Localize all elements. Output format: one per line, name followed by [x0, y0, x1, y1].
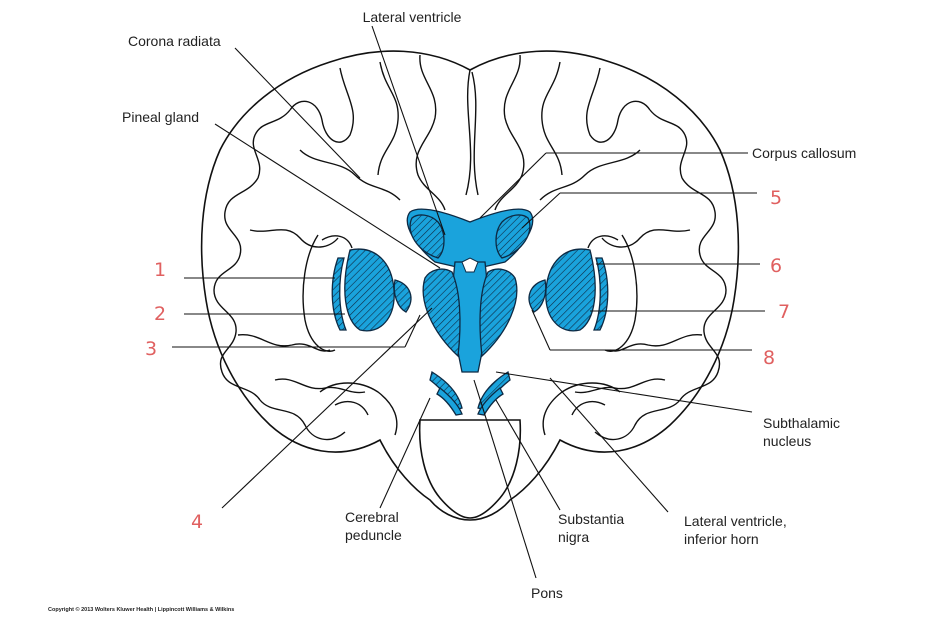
putamen-left — [344, 248, 395, 332]
number-5: 5 — [770, 187, 782, 209]
label-substantia-nigra-1: Substantia — [558, 511, 624, 527]
cortical-gyri — [213, 54, 727, 441]
label-subthalamic-nucleus-2: nucleus — [763, 433, 811, 449]
structure-labels: Lateral ventricle Corona radiata Pineal … — [122, 9, 856, 601]
claustrum-left — [331, 257, 347, 331]
claustrum-right — [593, 257, 609, 331]
label-cerebral-peduncle-2: peduncle — [345, 527, 402, 543]
caudate-right — [495, 214, 531, 259]
number-3: 3 — [145, 338, 157, 360]
number-6: 6 — [770, 255, 782, 277]
number-1: 1 — [154, 259, 166, 281]
copyright-text: Copyright © 2013 Wolters Kluwer Health |… — [48, 606, 234, 613]
thalamus-right — [479, 268, 518, 358]
leader-lines — [172, 25, 765, 579]
caudate-left — [409, 214, 445, 259]
label-lateral-ventricle: Lateral ventricle — [363, 9, 462, 25]
number-7: 7 — [778, 301, 790, 323]
cerebral-peduncle-right — [477, 386, 504, 416]
label-lateral-ventricle-inferior-horn-1: Lateral ventricle, — [684, 513, 787, 529]
handwritten-numbers: 1 2 3 4 5 6 7 8 — [145, 187, 790, 533]
label-lateral-ventricle-inferior-horn-2: inferior horn — [684, 531, 759, 547]
label-corpus-callosum: Corpus callosum — [752, 145, 856, 161]
globus-pallidus-left — [393, 279, 412, 313]
globus-pallidus-right — [528, 279, 547, 313]
label-subthalamic-nucleus-1: Subthalamic — [763, 415, 840, 431]
label-pons: Pons — [531, 585, 563, 601]
label-cerebral-peduncle-1: Cerebral — [345, 509, 399, 525]
label-substantia-nigra-2: nigra — [558, 529, 589, 545]
brainstem — [418, 419, 522, 519]
thalamus-left — [422, 268, 461, 358]
number-8: 8 — [763, 347, 775, 369]
number-4: 4 — [191, 511, 203, 533]
label-pineal-gland: Pineal gland — [122, 109, 199, 125]
cerebral-peduncle-left — [436, 386, 463, 416]
highlighted-structures — [331, 208, 609, 416]
number-2: 2 — [154, 303, 166, 325]
label-corona-radiata: Corona radiata — [128, 33, 221, 49]
putamen-right — [545, 248, 596, 332]
